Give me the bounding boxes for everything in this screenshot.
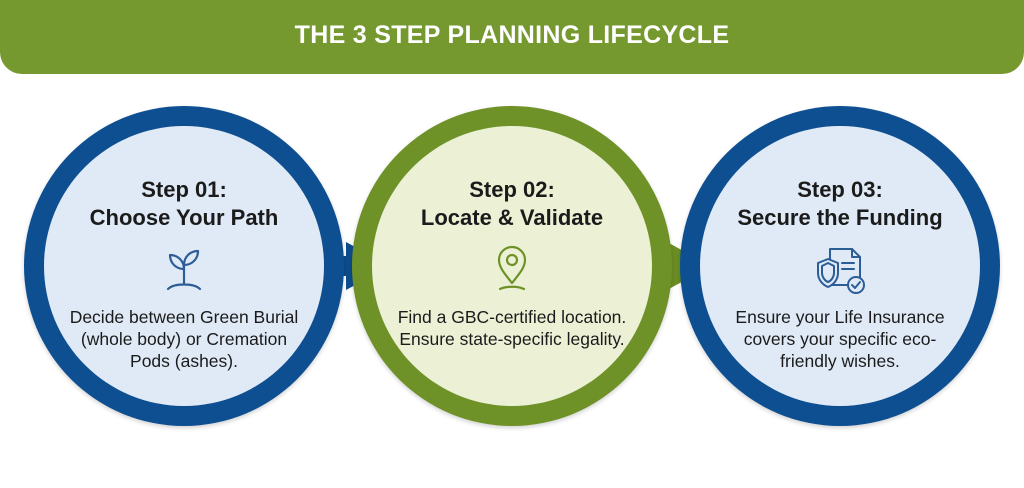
step-3-title: Step 03: Secure the Funding	[737, 177, 943, 230]
step-1-title: Step 01: Choose Your Path	[89, 177, 279, 230]
sprout-icon	[162, 244, 206, 296]
page-title: THE 3 STEP PLANNING LIFECYCLE	[294, 20, 730, 49]
location-pin-icon	[492, 244, 532, 296]
step-2-content: Step 02: Locate & Validate Find a GBC-ce…	[372, 126, 652, 406]
step-3-content: Step 03: Secure the Funding Ensure your …	[700, 126, 980, 406]
step-2-description: Find a GBC-certified location. Ensure st…	[397, 307, 627, 349]
step-1-description: Decide between Green Burial (whole body)…	[69, 307, 299, 371]
step-2-title: Step 02: Locate & Validate	[420, 177, 604, 230]
step-3-circle: Step 03: Secure the Funding Ensure your …	[680, 106, 1000, 426]
header-banner: THE 3 STEP PLANNING LIFECYCLE	[0, 0, 1024, 74]
step-1-circle: Step 01: Choose Your Path Decide between…	[24, 106, 344, 426]
insurance-document-shield-icon	[812, 244, 868, 296]
step-2-circle: Step 02: Locate & Validate Find a GBC-ce…	[352, 106, 672, 426]
step-3-description: Ensure your Life Insurance covers your s…	[735, 307, 945, 371]
step-1-content: Step 01: Choose Your Path Decide between…	[44, 126, 324, 406]
